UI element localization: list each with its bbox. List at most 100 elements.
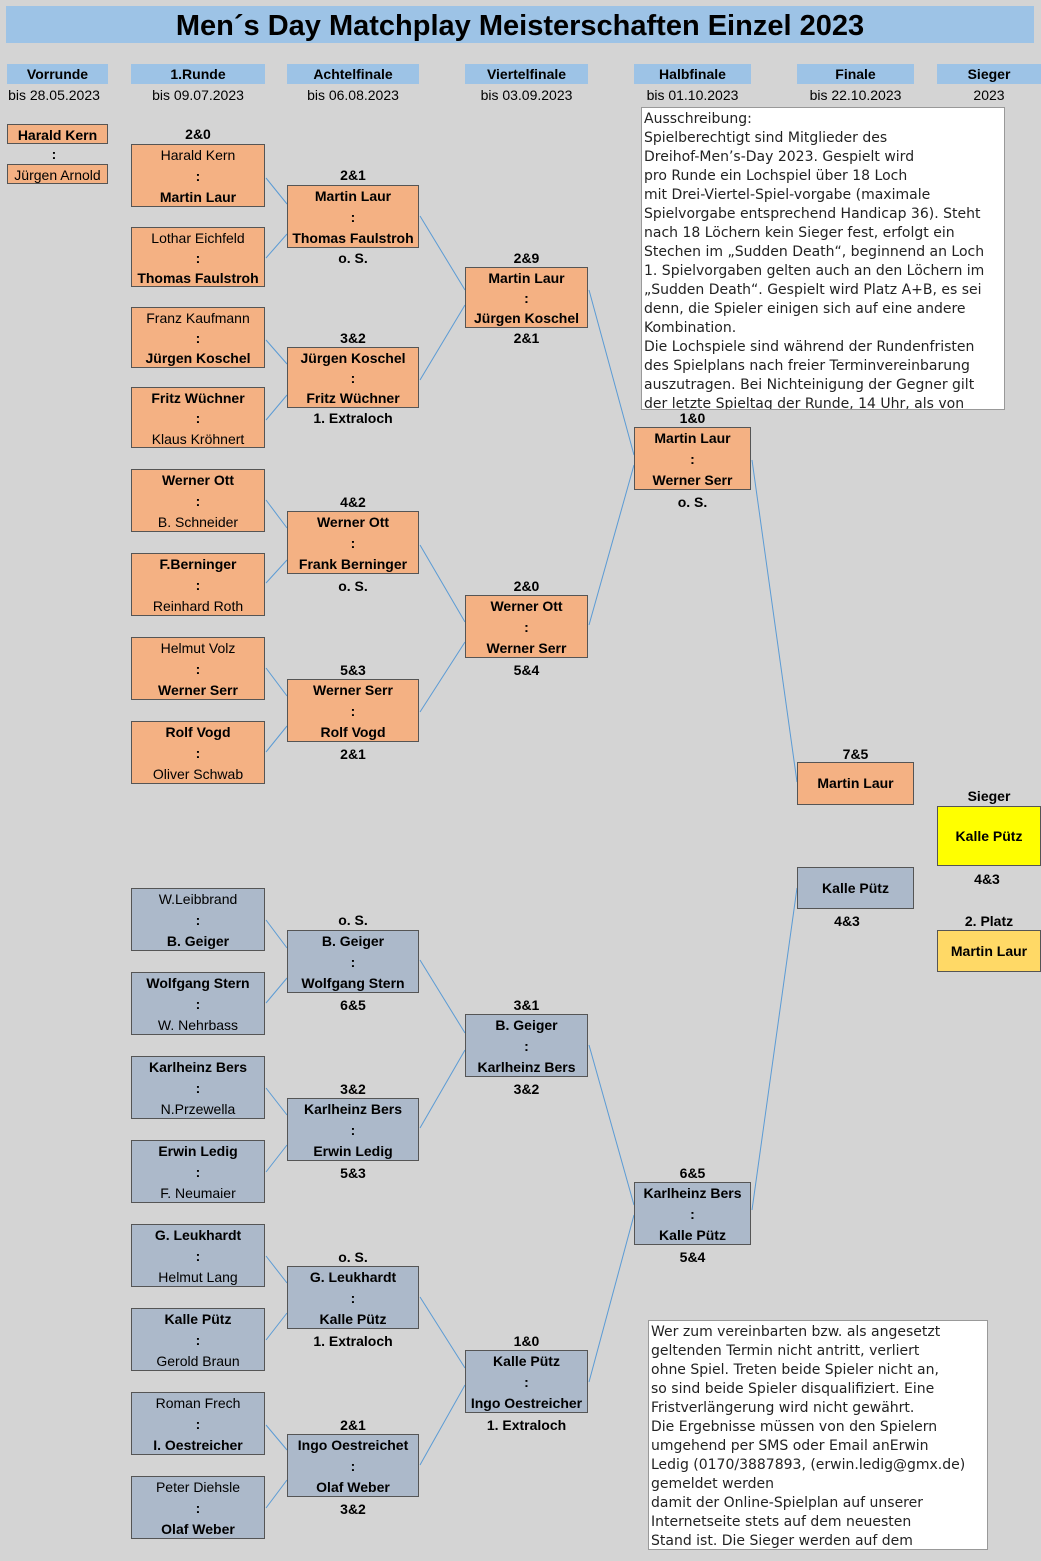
r2-match-7: G. Leukhardt : Kalle Pütz: [287, 1266, 419, 1329]
r1-match-12: Erwin Ledig : F. Neumaier: [131, 1140, 265, 1203]
r4-score-above: 1&0: [679, 410, 706, 426]
r2-match-6: Karlheinz Bers : Erwin Ledig: [287, 1098, 419, 1161]
player-2: Werner Serr: [486, 640, 567, 656]
r2-match-5: B. Geiger : Wolfgang Stern: [287, 930, 419, 993]
player-2: Werner Serr: [652, 472, 733, 488]
player-1: Lothar Eichfeld: [151, 230, 245, 246]
round-date-halbfinale: bis 01.10.2023: [646, 87, 739, 103]
r4-score-above: 6&5: [679, 1165, 706, 1181]
vorrunde-separator: :: [51, 146, 57, 162]
match-separator: :: [350, 535, 356, 551]
r1-match-5: Werner Ott : B. Schneider: [131, 469, 265, 532]
player-1: Erwin Ledig: [158, 1143, 238, 1159]
player-1: Karlheinz Bers: [148, 1059, 248, 1075]
tournament-rules-note: Ausschreibung: Spielberechtigt sind Mitg…: [641, 107, 1005, 410]
r3-match-2: Werner Ott : Werner Serr: [465, 595, 588, 658]
r1-match-2: Lothar Eichfeld : Thomas Faulstroh: [131, 227, 265, 287]
r2-score-above: 4&2: [340, 494, 366, 510]
match-separator: :: [524, 1038, 529, 1054]
player-1: Karlheinz Bers: [643, 1185, 742, 1201]
player-1: Martin Laur: [654, 430, 731, 446]
r3-score-below: 2&1: [513, 330, 540, 346]
player-1: Fritz Wüchner: [151, 390, 245, 406]
match-separator: :: [350, 209, 356, 225]
player-2: Frank Berninger: [298, 556, 408, 572]
note-line: Stechen im „Sudden Death“, beginnend an …: [644, 244, 985, 260]
player-1: B. Geiger: [321, 933, 385, 949]
winner-score: 4&3: [974, 871, 1000, 887]
winner-label: Sieger: [967, 788, 1011, 804]
r1-score: 2&0: [185, 126, 211, 142]
r2-score-below: o. S.: [338, 578, 368, 594]
r3-score-below: 1. Extraloch: [486, 1417, 567, 1433]
r3-match-1: Martin Laur : Jürgen Koschel: [465, 267, 588, 328]
player-1: Helmut Volz: [160, 640, 236, 656]
r4-score-below: o. S.: [677, 494, 708, 510]
vorrunde-player-2: Jürgen Arnold: [7, 164, 108, 184]
match-separator: :: [195, 1416, 201, 1432]
note-line: 1. Spielvorgaben gelten auch an den Löch…: [644, 263, 985, 279]
note-line: Dreihof-Men’s-Day 2023. Gespielt wird: [644, 149, 915, 165]
match-separator: :: [195, 577, 201, 593]
match-separator: :: [195, 661, 201, 677]
note-line: ohne Spiel. Treten beide Spieler nicht a…: [651, 1362, 939, 1378]
round-date-1-runde: bis 09.07.2023: [152, 87, 244, 103]
player-1: Werner Ott: [161, 472, 235, 488]
r2-score-below: 2&1: [340, 746, 366, 762]
player-2: W. Nehrbass: [157, 1017, 239, 1033]
player-1: Rolf Vogd: [165, 724, 231, 740]
note-line: Fristverlängerung wird nicht gewährt.: [651, 1400, 915, 1416]
r2-score-below: 1. Extraloch: [313, 410, 393, 426]
match-separator: :: [195, 168, 201, 184]
r2-match-2: Jürgen Koschel : Fritz Wüchner: [287, 347, 419, 408]
results-reporting-note: Wer zum vereinbarten bzw. als angesetzt …: [648, 1320, 988, 1550]
match-separator: :: [350, 703, 356, 719]
player-1: W.Leibbrand: [158, 891, 238, 907]
player-2: Jürgen Koschel: [473, 310, 580, 326]
player-name: Harald Kern: [17, 127, 98, 143]
page-title: Men´s Day Matchplay Meisterschaften Einz…: [6, 6, 1034, 43]
match-separator: :: [195, 1080, 201, 1096]
note-line: gemeldet werden: [651, 1476, 775, 1492]
player-name: Kalle Pütz: [822, 880, 889, 896]
player-name: Martin Laur: [817, 775, 894, 791]
note-line: des Spielplans nach freier Terminvereinb…: [644, 358, 970, 374]
match-separator: :: [350, 1458, 356, 1474]
r2-match-3: Werner Ott : Frank Berninger: [287, 511, 419, 574]
player-2: Fritz Wüchner: [306, 390, 400, 406]
r2-score-above: 2&1: [340, 167, 366, 183]
vorrunde-player-1: Harald Kern: [7, 124, 108, 144]
r3-match-4: Kalle Pütz : Ingo Oestreicher: [465, 1350, 588, 1413]
note-line: damit der Online-Spielplan auf unserer: [651, 1495, 923, 1511]
player-name: Jürgen Arnold: [14, 167, 101, 183]
round-date-sieger: 2023: [973, 87, 1005, 103]
match-separator: :: [350, 1290, 356, 1306]
player-2: Helmut Lang: [158, 1269, 238, 1285]
r1-match-4: Fritz Wüchner : Klaus Kröhnert: [131, 387, 265, 448]
r1-match-11: Karlheinz Bers : N.Przewella: [131, 1056, 265, 1119]
round-date-achtelfinale: bis 06.08.2023: [307, 87, 399, 103]
r2-score-below: 6&5: [340, 997, 366, 1013]
player-2: I. Oestreicher: [153, 1437, 243, 1453]
r1-match-1: Harald Kern : Martin Laur: [131, 144, 265, 207]
match-separator: :: [195, 745, 201, 761]
player-2: N.Przewella: [160, 1101, 236, 1117]
note-line: Internetseite stets auf dem neuesten: [651, 1514, 912, 1530]
r2-score-below: 3&2: [340, 1501, 366, 1517]
round-header-1-runde: 1.Runde: [131, 64, 265, 84]
match-separator: :: [690, 451, 695, 467]
player-2: Martin Laur: [159, 189, 237, 205]
match-separator: :: [195, 250, 201, 266]
match-separator: :: [195, 1164, 201, 1180]
note-line: Die Lochspiele sind während der Rundenfr…: [644, 339, 975, 355]
match-separator: :: [195, 410, 201, 426]
player-1: Werner Serr: [313, 682, 393, 698]
match-separator: :: [195, 1332, 201, 1348]
note-line: „Sudden Death“. Gespielt wird Platz A+B,…: [644, 282, 982, 298]
note-line: mit Drei-Viertel-Spiel-vorgabe (maximale: [644, 187, 931, 203]
player-2: Oliver Schwab: [152, 766, 244, 782]
r3-score-above: 2&9: [513, 250, 540, 266]
r1-match-16: Peter Diehsle : Olaf Weber: [131, 1476, 265, 1539]
r1-match-8: Rolf Vogd : Oliver Schwab: [131, 721, 265, 784]
player-2: Kalle Pütz: [319, 1311, 387, 1327]
